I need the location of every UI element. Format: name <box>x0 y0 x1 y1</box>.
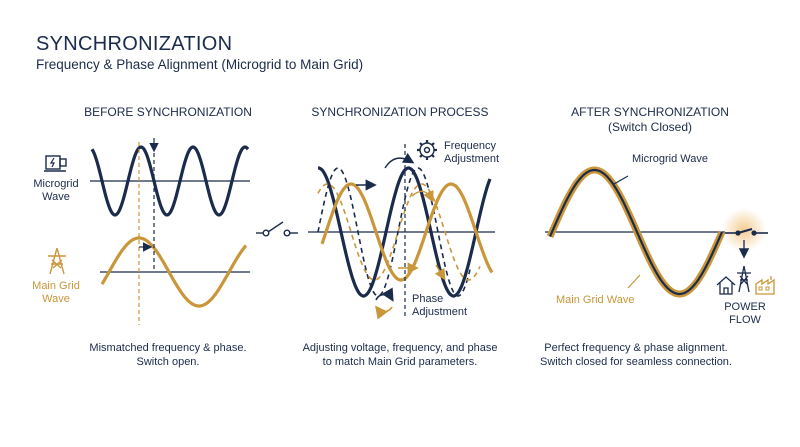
rotation-icon <box>375 287 394 320</box>
after-panel <box>545 166 775 298</box>
after-heading: AFTER SYNCHRONIZATION (Switch Closed) <box>540 105 760 135</box>
after-caption-line2: Switch closed for seamless connection. <box>540 356 732 368</box>
phase-label-line2: Adjustment <box>412 306 468 318</box>
before-heading: BEFORE SYNCHRONIZATION <box>84 105 252 119</box>
process-caption: Adjusting voltage, frequency, and phase … <box>280 341 520 369</box>
microgrid-wave-after <box>548 168 724 296</box>
after-maingrid-label: Main Grid Wave <box>556 294 635 306</box>
before-caption: Mismatched frequency & phase. Switch ope… <box>48 341 288 369</box>
microgrid-label-line1: Microgrid <box>33 178 79 190</box>
microgrid-wave-process <box>318 166 492 298</box>
house-icon <box>716 276 736 295</box>
transmission-tower-icon <box>48 247 66 275</box>
after-caption-line1: Perfect frequency & phase alignment. <box>544 342 728 354</box>
gold-shift-arrow-3 <box>434 264 446 281</box>
maingrid-pointer <box>627 274 641 289</box>
switch-closed-icon <box>725 228 768 236</box>
page-subtitle: Frequency & Phase Alignment (Microgrid t… <box>36 57 364 72</box>
process-caption-line1: Adjusting voltage, frequency, and phase <box>302 342 498 354</box>
factory-icon <box>755 276 775 295</box>
after-microgrid-label: Microgrid Wave <box>632 153 708 165</box>
switch-open-icon <box>256 221 298 237</box>
before-caption-line2: Switch open. <box>136 356 200 368</box>
frequency-adjustment-label: Frequency Adjustment <box>444 140 508 166</box>
process-panel <box>308 140 495 320</box>
microgrid-wave-target <box>317 167 471 297</box>
maingrid-label-line1: Main Grid <box>32 280 80 292</box>
phase-label-line1: Phase <box>412 293 444 305</box>
tower-icon <box>737 265 751 293</box>
after-caption: Perfect frequency & phase alignment. Swi… <box>516 341 756 369</box>
maingrid-wave-before <box>100 236 248 308</box>
gear-icon <box>417 140 437 160</box>
freq-shift-arrow-2 <box>384 152 415 169</box>
phase-adjustment-label: Phase Adjustment <box>412 293 476 319</box>
maingrid-wave-process <box>320 182 494 282</box>
process-heading: SYNCHRONIZATION PROCESS <box>311 105 489 119</box>
after-heading-line1: AFTER SYNCHRONIZATION <box>571 105 729 119</box>
frequency-label-line1: Frequency <box>444 140 496 152</box>
before-caption-line1: Mismatched frequency & phase. <box>89 342 247 354</box>
power-flow-label: POWER FLOW <box>724 301 766 326</box>
switch-glow <box>722 208 766 252</box>
generator-icon <box>44 155 67 172</box>
microgrid-label-line2: Wave <box>42 191 70 203</box>
frequency-label-line2: Adjustment <box>444 153 500 165</box>
process-caption-line2: to match Main Grid parameters. <box>322 356 478 368</box>
after-heading-line2: (Switch Closed) <box>607 120 693 134</box>
page-title: SYNCHRONIZATION <box>36 33 233 55</box>
microgrid-pointer <box>613 175 629 185</box>
maingrid-wave-shifted <box>317 183 481 281</box>
maingrid-label-line2: Wave <box>42 293 70 305</box>
microgrid-wave-before <box>90 145 250 217</box>
microgrid-wave-label: Microgrid Wave <box>26 178 86 204</box>
maingrid-wave-label: Main Grid Wave <box>24 280 88 306</box>
before-panel <box>44 138 250 325</box>
gold-shift-arrow-1 <box>411 190 434 203</box>
